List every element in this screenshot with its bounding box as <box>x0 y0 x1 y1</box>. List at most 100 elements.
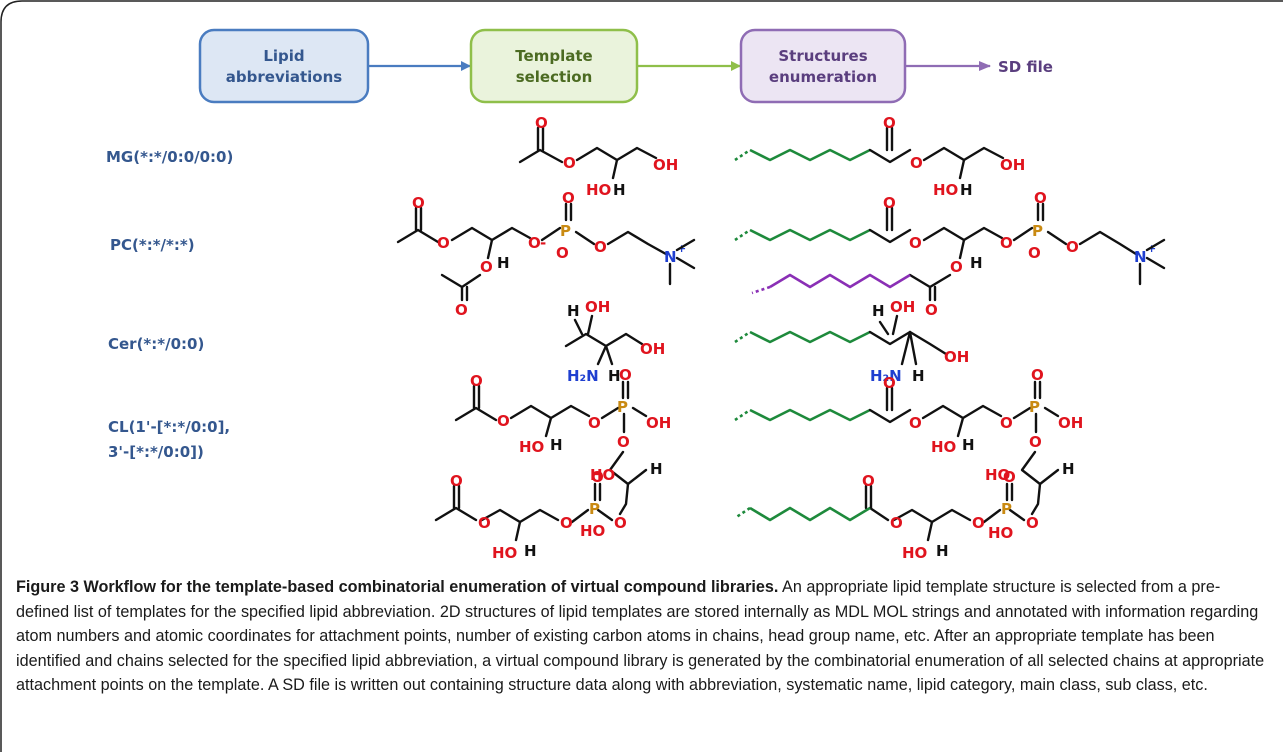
svg-text:OH: OH <box>640 340 665 358</box>
figure-caption: Figure 3 Workflow for the template-based… <box>16 575 1266 698</box>
svg-text:HO: HO <box>519 438 544 456</box>
svg-text:P: P <box>589 500 600 518</box>
label-cl-2: 3'-[*:*/0:0]) <box>108 443 204 461</box>
cer-enumerated-structure: H OH OH H₂N H <box>734 298 969 385</box>
svg-text:P: P <box>560 222 571 240</box>
svg-text:P: P <box>1029 398 1040 416</box>
label-cl-1: CL(1'-[*:*/0:0], <box>108 418 230 436</box>
svg-text:OH: OH <box>944 348 969 366</box>
svg-text:HO: HO <box>492 544 517 562</box>
svg-text:H: H <box>962 436 975 454</box>
mg-enumerated-structure: O O OH HO H <box>734 114 1025 199</box>
svg-text:O: O <box>910 154 923 172</box>
svg-text:P: P <box>1001 500 1012 518</box>
svg-text:OH: OH <box>1058 414 1083 432</box>
svg-text:-: - <box>540 234 546 252</box>
box3-line2: enumeration <box>769 68 877 86</box>
svg-text:O: O <box>478 514 491 532</box>
svg-text:H: H <box>960 181 973 199</box>
box-template-selection <box>469 28 639 104</box>
svg-text:OH: OH <box>1000 156 1025 174</box>
svg-text:H: H <box>567 302 580 320</box>
svg-text:O: O <box>437 234 450 252</box>
label-cer: Cer(*:*/0:0) <box>108 335 204 353</box>
svg-text:O: O <box>617 433 630 451</box>
svg-text:O: O <box>890 514 903 532</box>
svg-text:O: O <box>588 414 601 432</box>
box1-line1: Lipid <box>263 47 304 65</box>
svg-text:O: O <box>594 238 607 256</box>
svg-text:HO: HO <box>985 466 1010 484</box>
box-structures-enumeration <box>739 28 907 104</box>
svg-text:O: O <box>480 258 493 276</box>
cer-template-structure: H OH OH H₂N H <box>564 298 665 385</box>
svg-text:H: H <box>650 460 663 478</box>
svg-text:OH: OH <box>653 156 678 174</box>
svg-text:HO: HO <box>933 181 958 199</box>
svg-text:O: O <box>614 514 627 532</box>
svg-text:H: H <box>550 436 563 454</box>
svg-text:O: O <box>950 258 963 276</box>
svg-text:N: N <box>1134 248 1147 266</box>
box1-line2: abbreviations <box>226 68 343 86</box>
svg-text:H: H <box>970 254 983 272</box>
pc-template-structure: O O O O H O P O O - O N + <box>396 189 696 319</box>
svg-text:H: H <box>613 181 626 199</box>
svg-text:OH: OH <box>585 298 610 316</box>
svg-text:H: H <box>524 542 537 560</box>
label-mg: MG(*:*/0:0/0:0) <box>106 148 233 166</box>
svg-text:O: O <box>883 114 896 132</box>
svg-text:O: O <box>1003 468 1016 486</box>
svg-text:O: O <box>925 301 938 319</box>
svg-text:O: O <box>862 472 875 490</box>
svg-text:N: N <box>664 248 677 266</box>
svg-text:O: O <box>1000 234 1013 252</box>
svg-text:O: O <box>619 366 632 384</box>
workflow-diagram: Lipid abbreviations Template selection S… <box>198 28 1053 104</box>
svg-text:O: O <box>455 301 468 319</box>
box2-line2: selection <box>516 68 593 86</box>
svg-text:O: O <box>528 234 541 252</box>
svg-text:O: O <box>909 414 922 432</box>
svg-text:P: P <box>1032 222 1043 240</box>
svg-text:O: O <box>1031 366 1044 384</box>
svg-text:O: O <box>883 374 896 392</box>
svg-text:O: O <box>1026 514 1039 532</box>
svg-text:O: O <box>560 514 573 532</box>
caption-title: Figure 3 Workflow for the template-based… <box>16 578 779 596</box>
box3-line1: Structures <box>778 47 867 65</box>
svg-text:H: H <box>497 254 510 272</box>
svg-text:HO: HO <box>931 438 956 456</box>
svg-text:O: O <box>591 468 604 486</box>
box-lipid-abbreviations <box>198 28 370 104</box>
svg-text:H: H <box>608 367 621 385</box>
svg-text:O: O <box>562 189 575 207</box>
svg-text:H: H <box>912 367 925 385</box>
svg-text:HO: HO <box>988 524 1013 542</box>
svg-text:O: O <box>450 472 463 490</box>
svg-text:OH: OH <box>646 414 671 432</box>
svg-text:O: O <box>535 114 548 132</box>
cl-enumerated-structure: O O HO H O P O OH O HO H O P O HO O HO H… <box>734 366 1083 562</box>
pc-enumerated-structure: O O O H O O P O O O N + <box>734 189 1166 319</box>
sd-file-label: SD file <box>998 58 1053 76</box>
svg-text:O: O <box>563 154 576 172</box>
svg-text:O: O <box>497 412 510 430</box>
svg-text:HO: HO <box>580 522 605 540</box>
svg-text:O: O <box>1066 238 1079 256</box>
cl-template-structure: O O HO H O P O OH O HO H O P O HO O HO H… <box>434 366 671 562</box>
svg-text:O: O <box>909 234 922 252</box>
svg-text:O: O <box>972 514 985 532</box>
svg-text:O: O <box>470 372 483 390</box>
mg-template-structure: O O OH HO H <box>518 114 678 199</box>
svg-text:HO: HO <box>590 466 615 484</box>
svg-text:O: O <box>1034 189 1047 207</box>
svg-text:O: O <box>1028 244 1041 262</box>
svg-text:O: O <box>412 194 425 212</box>
svg-text:HO: HO <box>586 181 611 199</box>
caption-body: An appropriate lipid template structure … <box>16 578 1265 694</box>
label-pc: PC(*:*/*:*) <box>110 236 195 254</box>
svg-text:HO: HO <box>902 544 927 562</box>
box2-line1: Template <box>515 47 592 65</box>
